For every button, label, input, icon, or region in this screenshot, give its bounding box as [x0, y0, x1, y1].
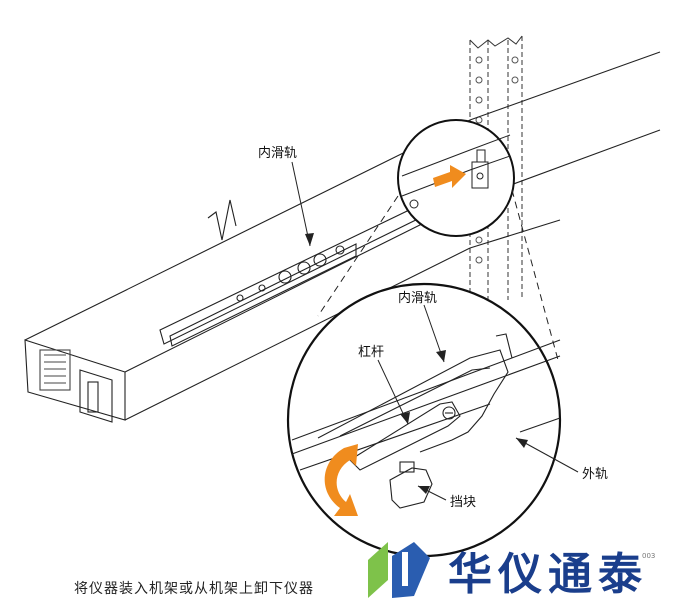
brand-watermark-text: 华仪通泰 — [448, 549, 648, 600]
leader-outer-rail — [515, 437, 579, 473]
arrowhead-inner-rail-zoom — [436, 350, 446, 362]
lever-rotate-arrow — [324, 444, 358, 516]
leader-lever — [377, 359, 409, 425]
zoom-projection-lines — [317, 189, 559, 361]
label-outer-rail: 外轨 — [582, 467, 608, 482]
watermark-code: 003 — [642, 552, 655, 560]
figure-caption: 将仪器装入机架或从机架上卸下仪器 — [74, 581, 314, 597]
leader-inner-rail-top — [291, 161, 311, 247]
detail-circle-large — [286, 282, 562, 558]
label-stop-block: 挡块 — [450, 495, 476, 510]
brand-logo-icon — [368, 542, 430, 598]
label-inner-rail-top: 内滑轨 — [258, 145, 297, 161]
push-arrow — [433, 165, 466, 188]
label-lever: 杠杆 — [358, 344, 384, 360]
arrowhead-inner-rail-top — [305, 233, 314, 246]
small-circle-content — [401, 134, 511, 209]
arrowhead-stop-block — [418, 486, 430, 494]
arrowhead-outer-rail — [516, 438, 528, 448]
label-inner-rail-zoom: 内滑轨 — [398, 290, 437, 306]
arrowhead-lever — [400, 412, 410, 424]
